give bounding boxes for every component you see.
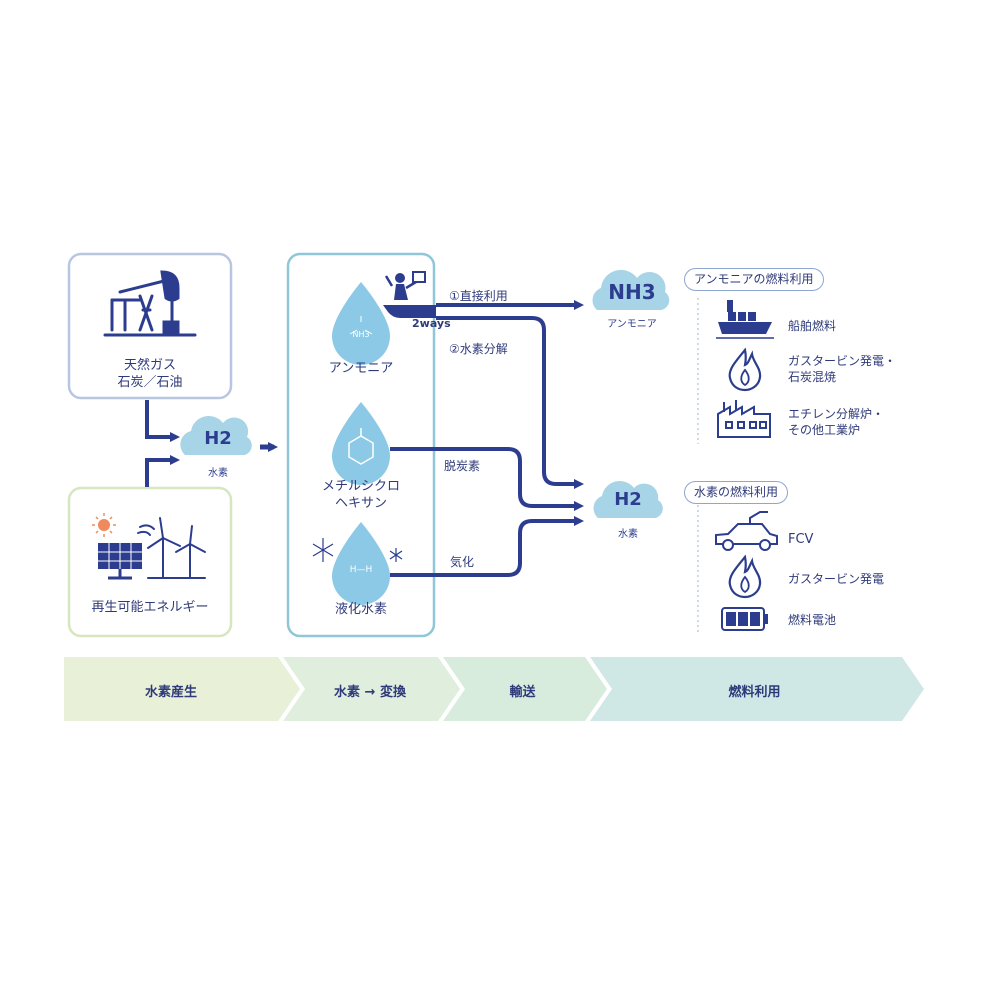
liquid-hydrogen-label: 液化水素 xyxy=(334,602,387,617)
ammonia-use-item-ship: 船舶燃料 xyxy=(788,319,837,333)
wind-turbine-icon xyxy=(137,517,206,579)
hydrogen-cloud-right-shape xyxy=(593,480,663,518)
stage-bar xyxy=(64,657,924,721)
liquid-hydrogen-molecule-label: H—H xyxy=(349,565,373,575)
decompose-arrow xyxy=(436,316,584,489)
ammonia-use-title: アンモニアの燃料利用 xyxy=(684,268,824,291)
battery-icon xyxy=(721,607,768,631)
sun-icon xyxy=(92,513,116,537)
hydrogen-cloud-right-caption: 水素 xyxy=(618,529,638,540)
hydrogen-cloud-right-formula: H2 xyxy=(614,489,642,510)
stage-utilization-label: 燃料利用 xyxy=(728,685,781,700)
vaporize-arrow xyxy=(390,516,584,577)
nh3-cloud-formula: NH3 xyxy=(608,280,656,304)
hydrogen-use-item-fcv: FCV xyxy=(788,532,814,547)
nh3-cloud-shape xyxy=(592,269,670,310)
fossil-label-1: 天然ガス xyxy=(123,358,176,373)
two-ways-label: 2ways xyxy=(412,317,451,330)
ammonia-molecule-label: NH3 xyxy=(352,330,370,339)
flame-icon xyxy=(728,347,762,392)
ammonia-label: アンモニア xyxy=(328,361,394,376)
flame-icon xyxy=(728,554,762,599)
stage-production-chevron xyxy=(64,657,300,721)
hydrogen-use-title: 水素の燃料利用 xyxy=(684,481,789,504)
snowflake-icon xyxy=(312,538,403,562)
stage-conversion-label: 水素 → 変換 xyxy=(334,685,406,700)
nh3-cloud-caption: アンモニア xyxy=(607,319,657,330)
fossil-to-hydrogen-arrow xyxy=(145,400,180,442)
liquid-hydrogen-drop-icon xyxy=(332,522,390,605)
hydrogen-use-item-turbine: ガスタービン発電 xyxy=(788,572,885,586)
cyclohexane-ring xyxy=(348,435,374,465)
renewable-label: 再生可能エネルギー xyxy=(91,600,209,615)
renewable-to-hydrogen-arrow xyxy=(145,455,180,487)
ammonia-molecule-diagram xyxy=(349,316,373,335)
ship-icon xyxy=(716,300,774,339)
stage-transport-chevron xyxy=(443,657,607,721)
mch-drop-icon xyxy=(332,402,390,485)
car-icon xyxy=(715,511,778,551)
ammonia-drop-icon xyxy=(332,282,390,365)
hydrogen-cloud-left-caption: 水素 xyxy=(208,468,228,479)
direct-use-label: ①直接利用 xyxy=(449,289,508,303)
mch-label-2: ヘキサン xyxy=(334,496,387,511)
hydrogen-cloud-left-shape xyxy=(180,415,252,455)
mch-label-1: メチルシクロ xyxy=(321,479,400,494)
vaporize-label: 気化 xyxy=(450,555,475,569)
ammonia-use-item-turbine: ガスタービン発電・ 石炭混焼 xyxy=(788,354,897,384)
solar-panel-icon xyxy=(98,543,142,580)
dehydrogenation-label: 脱炭素 xyxy=(444,459,481,473)
hydrogen-use-item-fuel-cell: 燃料電池 xyxy=(788,613,837,627)
pumpjack-icon xyxy=(103,270,197,337)
stage-utilization-chevron xyxy=(590,657,924,721)
fossil-label-2: 石炭／石油 xyxy=(117,375,183,390)
stage-conversion-chevron xyxy=(283,657,460,721)
stage-production-label: 水素産生 xyxy=(144,685,197,700)
ammonia-use-item-furnace: エチレン分解炉・ その他工業炉 xyxy=(788,407,885,437)
person-laptop-icon xyxy=(383,271,436,318)
hydrogen-cloud-left-formula: H2 xyxy=(204,428,232,449)
stage-transport-label: 輸送 xyxy=(509,685,536,700)
factory-icon xyxy=(717,400,771,438)
decompose-label: ②水素分解 xyxy=(449,342,508,356)
dehydrogenation-arrow xyxy=(390,447,584,511)
